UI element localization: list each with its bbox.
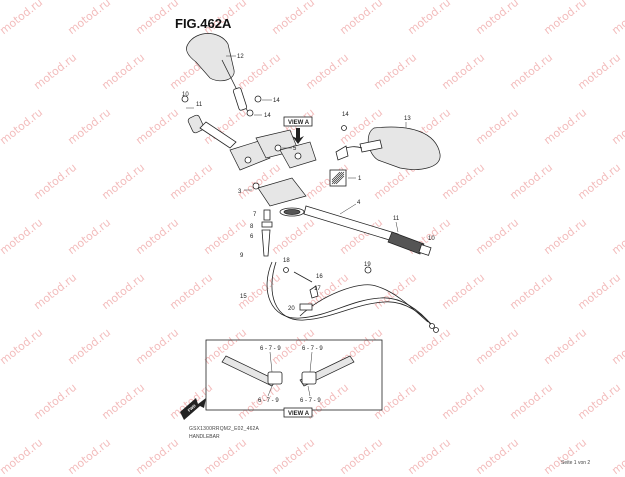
mirror-left [186, 33, 249, 113]
view-a-indicator: VIEW A [283, 116, 313, 144]
callout-7: 7 [253, 212, 257, 218]
callout-20: 20 [288, 306, 295, 312]
throttle-cables [266, 261, 439, 333]
bar-end-left [181, 95, 237, 149]
lower-clamp [252, 177, 307, 217]
decal-label [329, 169, 347, 187]
callout-17: 17 [314, 286, 321, 292]
callout-11a: 11 [196, 102, 203, 108]
callout-13: 13 [404, 116, 411, 122]
handlebar-clamp [229, 129, 317, 171]
callout-14c: 14 [342, 112, 349, 118]
callout-5: 5 [293, 146, 297, 152]
detail-label-bottom-right: 6 - 7 - 9 [300, 398, 321, 404]
mirror-right [335, 126, 441, 170]
callout-10: 10 [182, 92, 189, 98]
figure-code: GSX1300RRQM2_E02_462A [189, 426, 260, 432]
callout-16: 16 [316, 274, 323, 280]
callout-4: 4 [357, 200, 361, 206]
fasteners-6-9 [261, 209, 273, 257]
callout-15: 15 [240, 294, 247, 300]
callout-3: 3 [238, 189, 242, 195]
page-indicator: Seite 1 von 2 [561, 460, 591, 466]
callout-19: 19 [364, 262, 371, 268]
bolt-14-right [341, 125, 347, 131]
callout-1: 1 [358, 176, 362, 182]
callout-9: 9 [240, 253, 244, 259]
fwd-label: FWD [187, 403, 197, 413]
view-a-label-top: VIEW A [288, 120, 310, 126]
callout-6: 6 [250, 234, 254, 240]
figure-subtitle: HANDLEBAR [189, 434, 220, 440]
callout-12: 12 [237, 54, 244, 60]
fwd-arrow: FWD [180, 398, 206, 420]
callout-11b: 11 [393, 216, 400, 222]
bolt-14-left [246, 95, 262, 117]
callout-14a: 14 [273, 98, 280, 104]
callout-14b: 14 [264, 113, 271, 119]
detail-label-top-right: 6 - 7 - 9 [302, 346, 323, 352]
callout-10b: 10 [428, 236, 435, 242]
leader-11b [395, 221, 399, 233]
callout-8: 8 [250, 224, 254, 230]
view-a-detail-box: 6 - 7 - 9 6 - 7 - 9 6 - 7 - 9 6 - 7 - 9 … [205, 339, 383, 418]
detail-label-bottom-left: 6 - 7 - 9 [258, 398, 279, 404]
view-a-label-bottom: VIEW A [288, 411, 310, 417]
figure-title: FIG.462A [175, 16, 232, 31]
detail-label-top-left: 6 - 7 - 9 [260, 346, 281, 352]
handlebar-tube [303, 205, 432, 256]
callout-18: 18 [283, 258, 290, 264]
leader-4 [339, 203, 357, 215]
